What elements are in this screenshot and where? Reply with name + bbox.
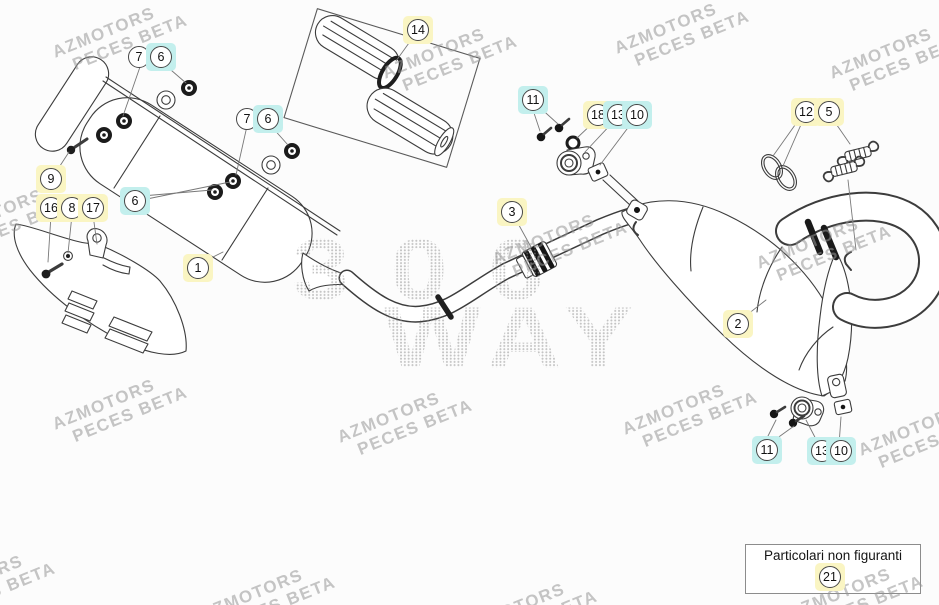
callout-number: 11: [756, 439, 778, 461]
spring-drawing: [822, 140, 880, 183]
callout-number: 21: [819, 566, 841, 588]
note-box-label: Particolari non figuranti: [763, 548, 903, 563]
callout-number: 10: [626, 104, 648, 126]
oring-drawing: [760, 154, 798, 191]
callout-number: 14: [407, 19, 429, 41]
silencer-packing-drawing: [283, 8, 481, 168]
callout-2[interactable]: 2: [723, 310, 753, 338]
lower-mount-drawing: [769, 373, 853, 428]
callout-number: 17: [82, 197, 104, 219]
exhaust-coupling-drawing: [515, 241, 558, 279]
callout-10[interactable]: 10: [622, 101, 652, 129]
callout-3[interactable]: 3: [497, 198, 527, 226]
expansion-chamber-drawing: [621, 191, 939, 397]
callout-17[interactable]: 17: [78, 194, 108, 222]
heat-shield-drawing: [13, 223, 187, 355]
callout-6[interactable]: 6: [120, 187, 150, 215]
callout-6[interactable]: 6: [146, 43, 176, 71]
callout-1[interactable]: 1: [183, 254, 213, 282]
callout-number: 1: [187, 257, 209, 279]
grommet-drawing: [96, 80, 300, 200]
callout-number: 6: [124, 190, 146, 212]
callout-10[interactable]: 10: [826, 437, 856, 465]
callout-9[interactable]: 9: [36, 165, 66, 193]
callout-11[interactable]: 11: [752, 436, 782, 464]
callout-21[interactable]: 21: [815, 563, 845, 591]
callout-number: 11: [522, 89, 544, 111]
callout-number: 10: [830, 440, 852, 462]
callout-number: 2: [727, 313, 749, 335]
callout-number: 9: [40, 168, 62, 190]
silencer-drawing: [34, 56, 353, 292]
mid-pipe-drawing: [338, 207, 639, 323]
upper-mount-drawing: [536, 117, 648, 221]
callout-5[interactable]: 5: [814, 98, 844, 126]
callout-6[interactable]: 6: [253, 105, 283, 133]
note-box: Particolari non figuranti: [745, 544, 921, 594]
callout-11[interactable]: 11: [518, 86, 548, 114]
callout-number: 3: [501, 201, 523, 223]
callout-number: 6: [150, 46, 172, 68]
callout-number: 5: [818, 101, 840, 123]
callout-number: 16: [40, 197, 62, 219]
callout-14[interactable]: 14: [403, 16, 433, 44]
callout-number: 6: [257, 108, 279, 130]
